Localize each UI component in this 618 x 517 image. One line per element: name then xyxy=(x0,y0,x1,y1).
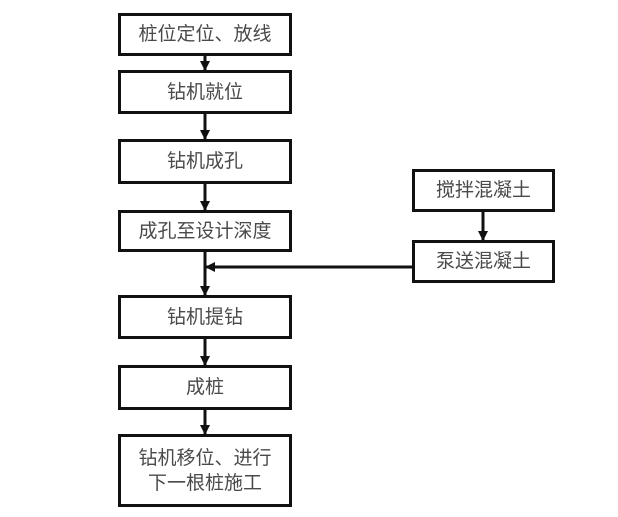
step-pump-concrete: 泵送混凝土 xyxy=(412,240,555,283)
step-lift-drill: 钻机提钻 xyxy=(118,295,292,339)
step-rig-in-place: 钻机就位 xyxy=(118,70,292,114)
step-mix-concrete: 搅拌混凝土 xyxy=(412,169,555,212)
step-pile-formed: 成桩 xyxy=(118,365,292,410)
step-pile-positioning: 桩位定位、放线 xyxy=(118,13,292,56)
step-move-next-pile: 钻机移位、进行 下一根桩施工 xyxy=(118,434,292,507)
step-drilling: 钻机成孔 xyxy=(118,139,292,184)
step-design-depth: 成孔至设计深度 xyxy=(118,210,292,252)
